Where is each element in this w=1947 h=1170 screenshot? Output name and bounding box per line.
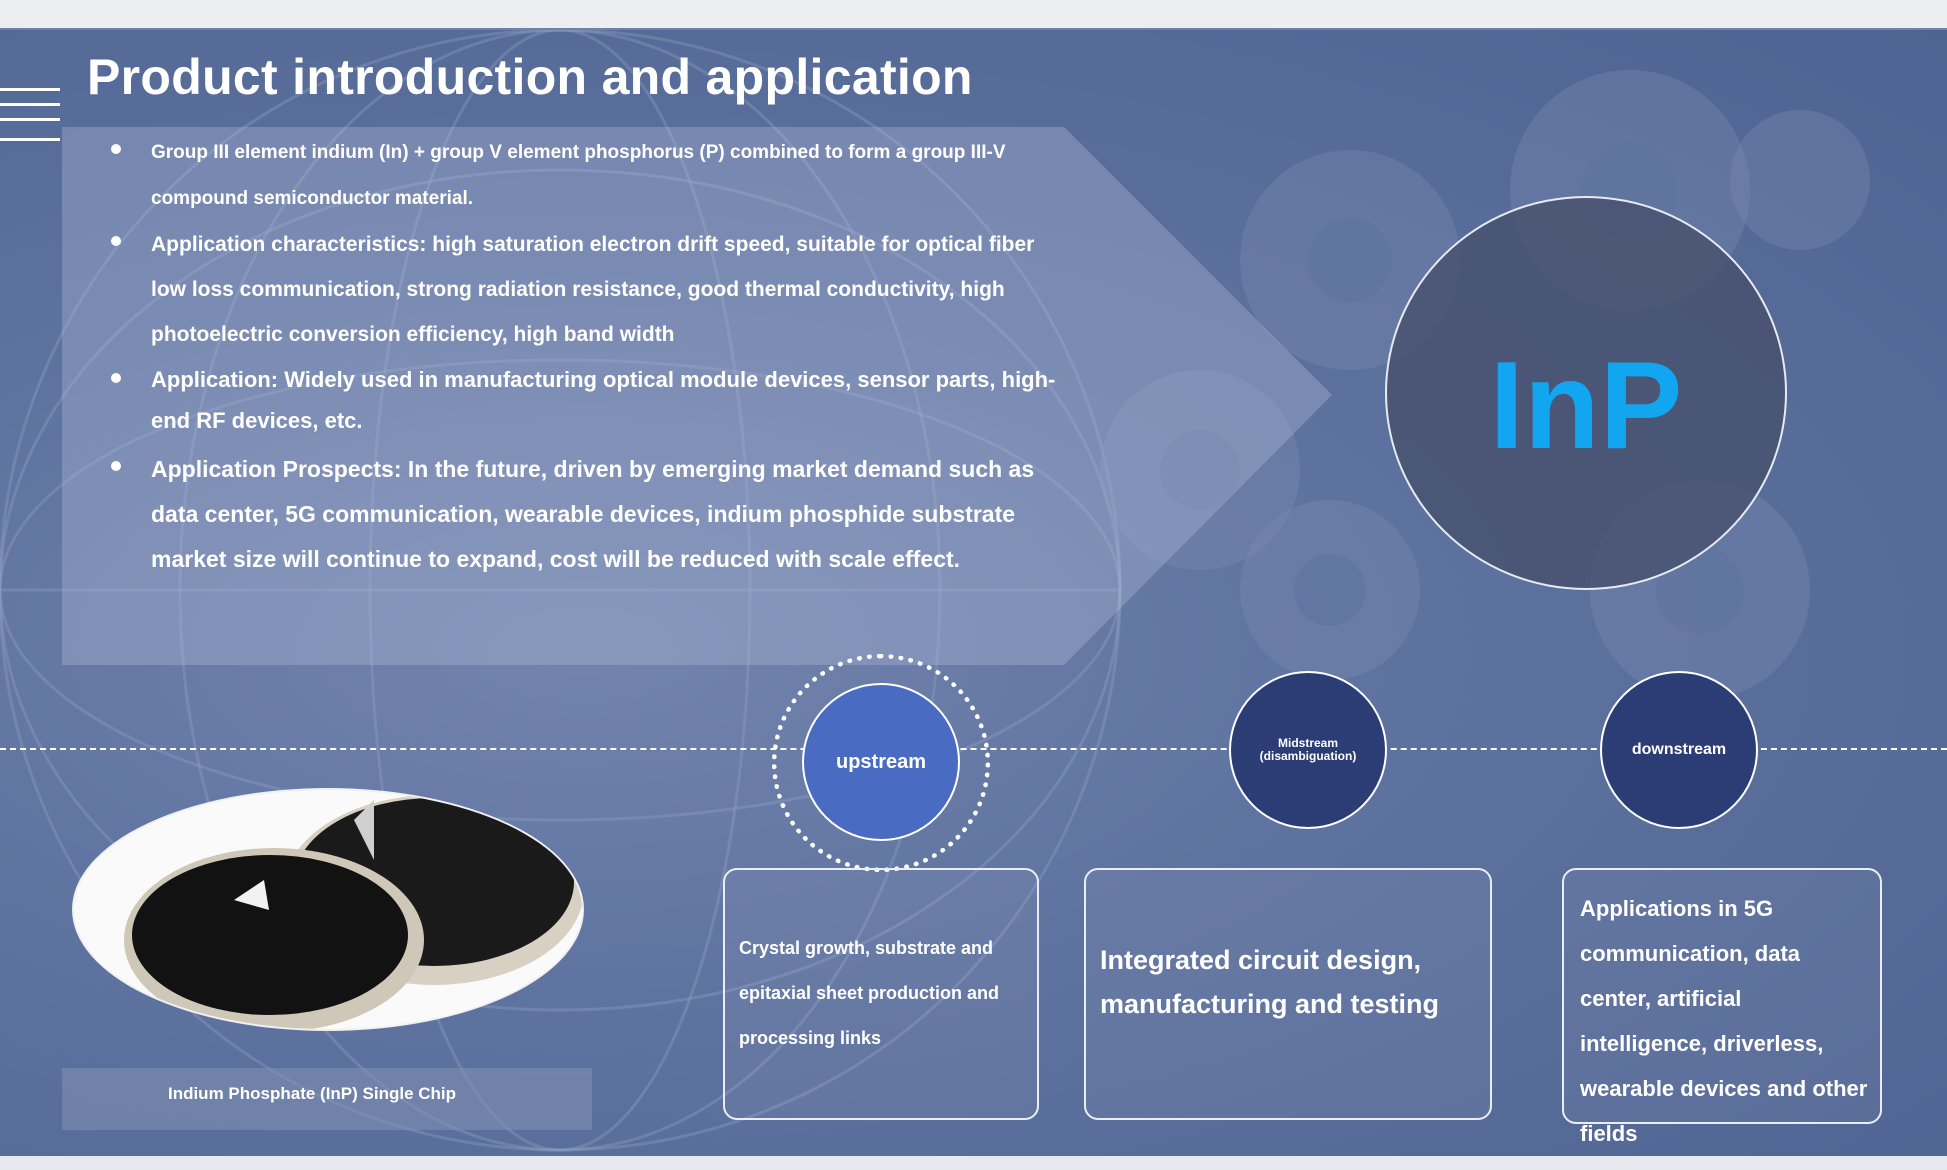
wafer-photo [72,788,584,1031]
midstream-label: Midstream (disambiguation) [1259,736,1357,763]
menu-lines-icon [0,58,60,141]
wafer-illustration [124,795,582,1029]
bullet-dot-icon [111,373,121,383]
downstream-description-box: Applications in 5G communication, data c… [1562,868,1882,1146]
downstream-description: Applications in 5G communication, data c… [1580,896,1868,1146]
bullet-item: Application: Widely used in manufacturin… [105,359,1065,441]
content-arrow-panel [62,127,1332,665]
page-title: Product introduction and application [87,49,973,105]
upstream-node[interactable]: upstream [802,683,960,841]
bullet-dot-icon [111,461,121,471]
slide: Product introduction and application Gro… [0,30,1947,1156]
downstream-label: downstream [1631,741,1727,758]
bullet-dot-icon [111,144,121,154]
upstream-description-box: Crystal growth, substrate and epitaxial … [723,868,1039,1120]
midstream-node[interactable]: Midstream (disambiguation) [1229,671,1387,829]
bullet-text: Application Prospects: In the future, dr… [151,456,1035,572]
bullet-item: Application characteristics: high satura… [105,222,1065,357]
upstream-description: Crystal growth, substrate and epitaxial … [739,938,1000,1048]
background-decoration [0,30,1870,1152]
slide-top-border [0,28,1947,30]
bullet-item: Application Prospects: In the future, dr… [105,447,1065,582]
inp-circle [1385,196,1787,590]
bullet-text: Application characteristics: high satura… [151,233,1035,346]
image-caption: Indium Phosphate (InP) Single Chip [167,1084,457,1103]
inp-label: InP [1489,337,1683,475]
bullet-item: Group III element indium (In) + group V … [105,130,1065,222]
downstream-node[interactable]: downstream [1600,671,1758,829]
midstream-description-box: Integrated circuit design, manufacturing… [1084,868,1492,1120]
bullet-list: Group III element indium (In) + group V … [105,130,1065,582]
upstream-label: upstream [835,750,927,773]
bullet-text: Application: Widely used in manufacturin… [151,367,1056,433]
caption-background [62,1068,592,1130]
globe-icon [0,30,1122,1152]
midstream-description: Integrated circuit design, manufacturing… [1100,945,1440,1019]
bullet-text: Group III element indium (In) + group V … [151,142,1006,209]
bottom-bar [0,1156,1947,1170]
bullet-dot-icon [111,236,121,246]
